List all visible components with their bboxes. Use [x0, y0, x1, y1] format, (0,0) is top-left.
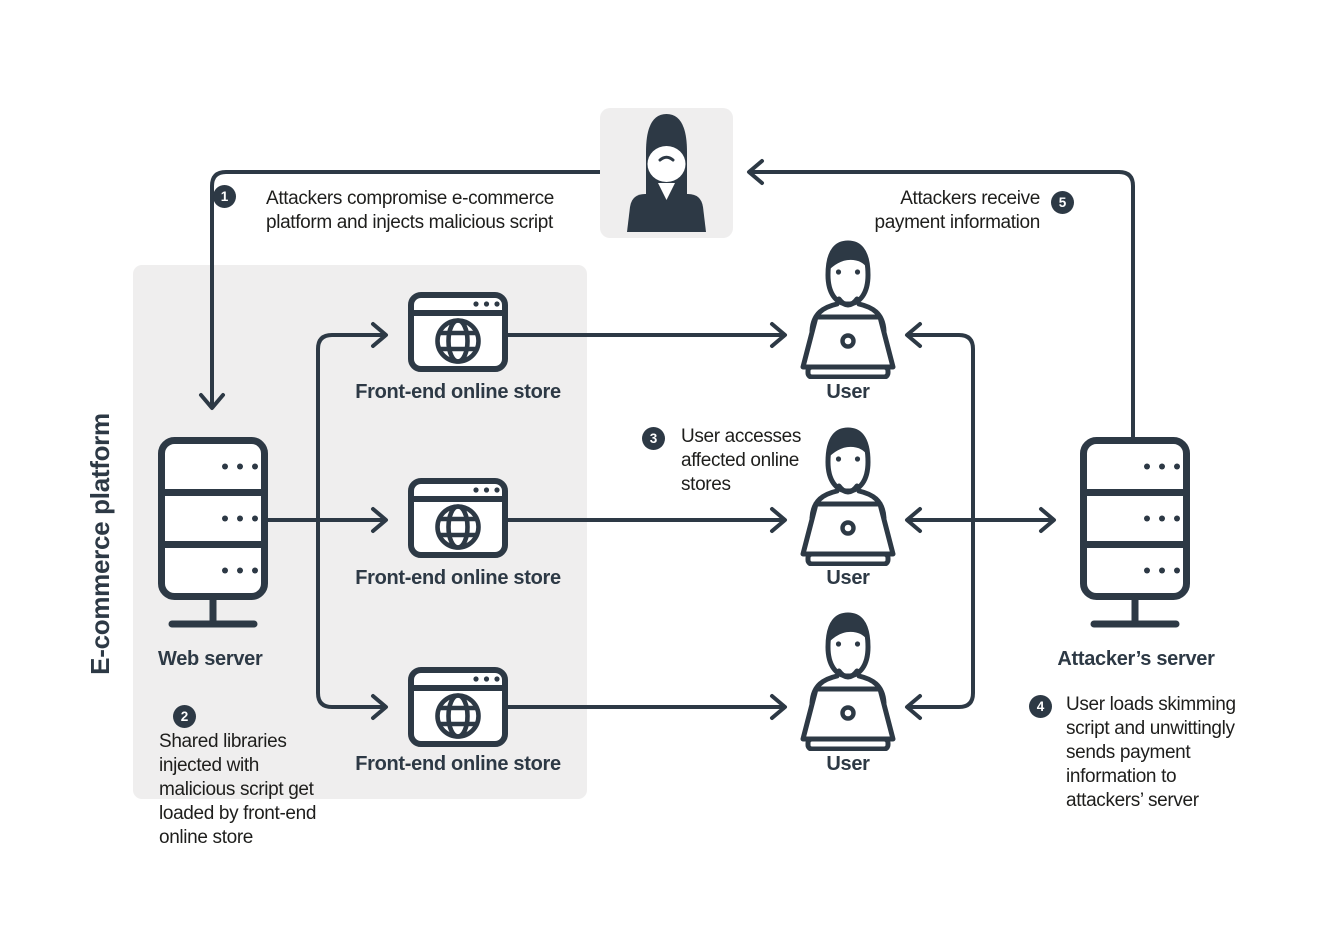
- step-2-text: Shared libraries injected with malicious…: [159, 731, 317, 848]
- store-3-label: Front-end online store: [355, 753, 561, 775]
- arrow-attacker-server-to-user-1: [905, 322, 975, 520]
- step-1-badge: 1: [213, 185, 236, 208]
- step-4-badge: 4: [1029, 695, 1052, 718]
- user-3-laptop-icon: [800, 612, 896, 751]
- step-1-text: Attackers compromise e-commerce platform…: [266, 188, 554, 233]
- arrow-attacker-server-to-attacker: [747, 159, 1135, 437]
- user-1-laptop-icon: [800, 240, 896, 379]
- user-1-label: User: [826, 381, 870, 403]
- arrow-attacker-server-to-user-3: [905, 520, 975, 720]
- hooded-attacker-icon: [627, 114, 706, 232]
- step-3-badge: 3: [642, 427, 665, 450]
- web-server-icon: [158, 437, 268, 628]
- store-2-browser-globe-icon: [408, 478, 508, 558]
- ecommerce-platform-title: E-commerce platform: [85, 413, 115, 675]
- store-3-browser-globe-icon: [408, 667, 508, 747]
- step-2-badge: 2: [173, 705, 196, 728]
- attacker-server-label: Attacker’s server: [1057, 648, 1215, 670]
- arrow-web-server-to-store-3: [316, 520, 388, 720]
- attacker-server-icon: [1080, 437, 1190, 628]
- store-1-browser-globe-icon: [408, 292, 508, 372]
- user-3-label: User: [826, 753, 870, 775]
- store-2-label: Front-end online store: [355, 567, 561, 589]
- web-server-label: Web server: [158, 648, 263, 670]
- user-2-label: User: [826, 567, 870, 589]
- step-5-text: Attackers receive payment information: [874, 188, 1041, 233]
- user-2-laptop-icon: [800, 427, 896, 566]
- store-1-label: Front-end online store: [355, 381, 561, 403]
- step-3-text: User accesses affected online stores: [681, 426, 802, 495]
- step-4-text: User loads skimming script and unwitting…: [1066, 694, 1236, 811]
- arrow-web-server-to-store-1: [316, 322, 388, 520]
- arrow-attacker-to-web-server: [199, 170, 600, 410]
- step-5-badge: 5: [1051, 191, 1074, 214]
